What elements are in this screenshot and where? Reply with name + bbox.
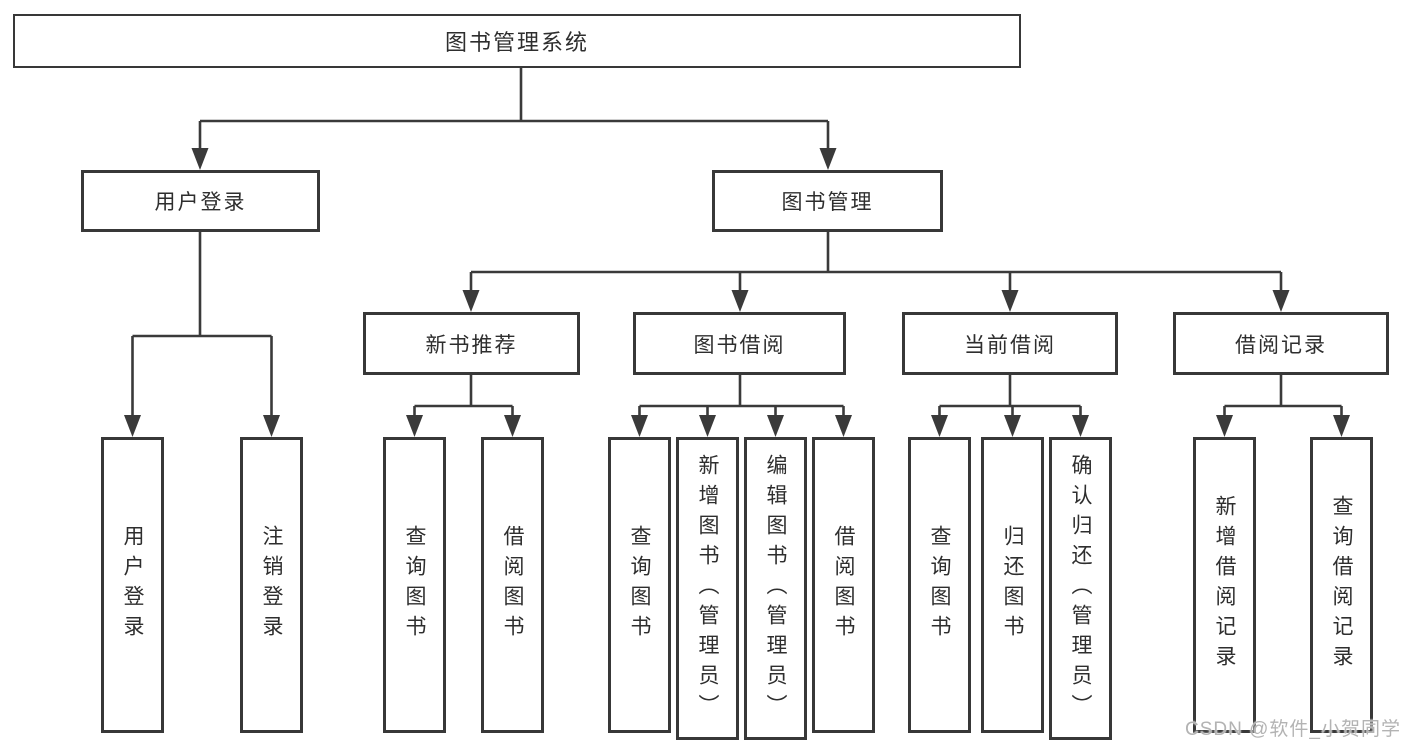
node-book-management-label: 图书管理 [781,191,874,214]
leaf-return-books: 归还图书 [981,437,1044,733]
node-new-book-recommend: 新书推荐 [363,312,580,375]
leaf-borrow-books: 借阅图书 [812,437,875,733]
leaf-query-books-current-label: 查询图书 [928,525,951,645]
leaf-query-borrow-record: 查询借阅记录 [1310,437,1373,733]
leaf-add-borrow-record-label: 新增借阅记录 [1213,495,1236,675]
leaf-confirm-return-admin: 确认归还（管理员） [1049,437,1112,740]
leaf-user-login-label: 用户登录 [121,525,144,645]
leaf-add-books-admin: 新增图书（管理员） [676,437,739,740]
leaf-add-books-admin-label: 新增图书（管理员） [696,453,719,724]
leaf-add-borrow-record: 新增借阅记录 [1193,437,1256,733]
fork-user-login [124,232,280,437]
leaf-borrow-books-label: 借阅图书 [832,525,855,645]
watermark: CSDN @软件_小贺同学 [1185,719,1401,740]
fork-book-borrow [631,375,852,437]
node-system-label: 图书管理系统 [444,30,589,55]
fork-new-book-recommend [406,375,521,437]
leaf-edit-books-admin: 编辑图书（管理员） [744,437,807,740]
node-book-borrow: 图书借阅 [633,312,846,375]
fork-book-management [462,232,1290,312]
leaf-query-borrow-record-label: 查询借阅记录 [1330,495,1353,675]
node-book-management: 图书管理 [712,170,943,232]
node-user-login: 用户登录 [81,170,320,232]
node-current-borrow-label: 当前借阅 [964,333,1056,357]
node-system: 图书管理系统 [13,14,1021,68]
leaf-logout: 注销登录 [240,437,303,733]
node-book-borrow-label: 图书借阅 [693,333,786,357]
leaf-borrow-books-recommend-label: 借阅图书 [501,525,524,645]
fork-root [191,68,837,170]
node-user-login-label: 用户登录 [154,191,247,214]
node-new-book-recommend-label: 新书推荐 [425,333,518,357]
leaf-query-books-borrow: 查询图书 [608,437,671,733]
node-borrow-records-label: 借阅记录 [1235,333,1327,357]
leaf-edit-books-admin-label: 编辑图书（管理员） [764,453,787,724]
leaf-logout-label: 注销登录 [260,525,283,645]
leaf-query-books-recommend-label: 查询图书 [403,525,426,645]
fork-current-borrow [931,375,1089,437]
leaf-confirm-return-admin-label: 确认归还（管理员） [1069,453,1092,724]
leaf-borrow-books-recommend: 借阅图书 [481,437,544,733]
leaf-return-books-label: 归还图书 [1001,525,1024,645]
node-current-borrow: 当前借阅 [902,312,1118,375]
leaf-user-login: 用户登录 [101,437,164,733]
node-borrow-records: 借阅记录 [1173,312,1389,375]
leaf-query-books-current: 查询图书 [908,437,971,733]
leaf-query-books-borrow-label: 查询图书 [628,525,651,645]
fork-borrow-records [1216,375,1350,437]
leaf-query-books-recommend: 查询图书 [383,437,446,733]
